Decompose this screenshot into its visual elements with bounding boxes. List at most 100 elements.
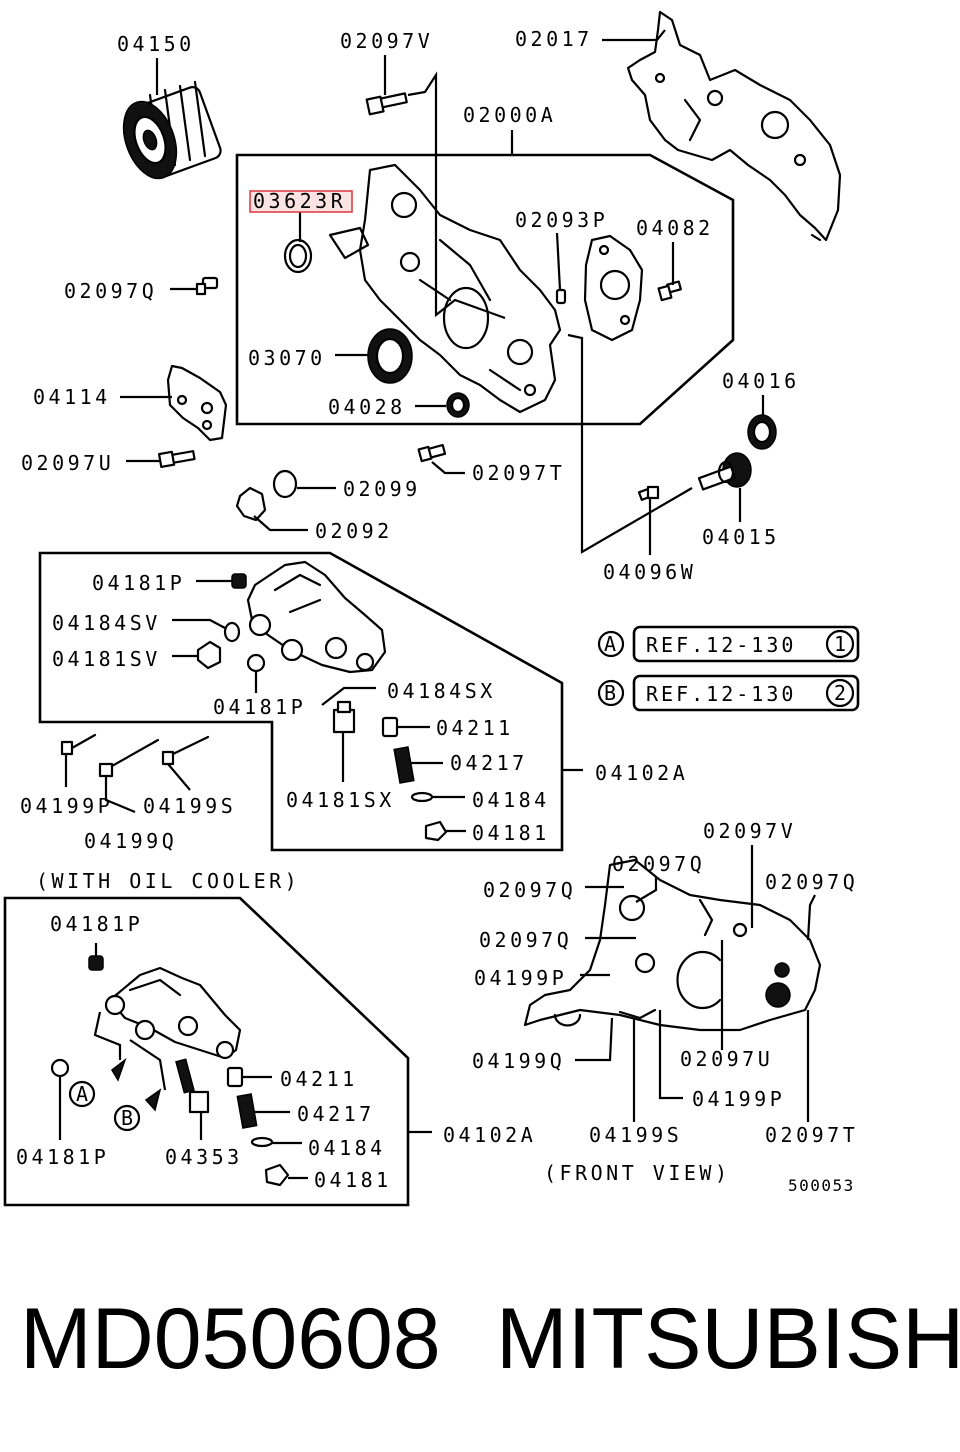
- arrow-a-drawing: [93, 1011, 127, 1082]
- label-04199q-fv: 04199Q: [472, 1049, 565, 1073]
- ref-b-num: 2: [834, 681, 849, 705]
- ref-a-box: [632, 625, 860, 663]
- bolt-04082-drawing: [657, 280, 682, 302]
- ref-a-letter: A: [604, 632, 619, 656]
- highlight-box-03623r: [249, 190, 353, 213]
- arrow-b-drawing: [129, 1039, 167, 1112]
- callout-b-circle: [113, 1104, 141, 1132]
- label-04199p-fv2: 04199P: [692, 1087, 785, 1111]
- label-04015: 04015: [702, 525, 780, 549]
- label-02097t-fv: 02097T: [765, 1123, 858, 1147]
- label-02017: 02017: [515, 27, 593, 51]
- callout-a-letter: A: [76, 1082, 92, 1106]
- callout-b-letter: B: [121, 1106, 137, 1130]
- label-02097q-fv4: 02097Q: [479, 928, 572, 952]
- pin-02093p-drawing: [555, 288, 567, 305]
- ref-b-letter: B: [604, 681, 619, 705]
- label-02097v-fv: 02097V: [703, 819, 796, 843]
- plug-04181-lower-drawing: [264, 1163, 290, 1187]
- bolt-02097v-drawing: [365, 92, 408, 116]
- label-04211-b: 04211: [280, 1067, 358, 1091]
- label-02099: 02099: [343, 477, 421, 501]
- label-04082: 04082: [636, 216, 714, 240]
- plug-04181p-mid-drawing: [246, 653, 266, 673]
- ref-a-text: REF.12-130: [646, 633, 796, 657]
- spring-04217-lower-drawing: [236, 1093, 258, 1129]
- ref-a-num-circle: [825, 629, 855, 659]
- label-02097q-fv1: 02097Q: [612, 852, 705, 876]
- plunger-04211-lower-drawing: [226, 1066, 244, 1088]
- driven-gear-04016-drawing: [747, 414, 777, 450]
- label-04016: 04016: [722, 369, 800, 393]
- label-02093p: 02093P: [515, 208, 608, 232]
- spring-04217-upper-drawing: [393, 746, 415, 784]
- plug-04181p-lower2-drawing: [50, 1058, 70, 1078]
- washer-04184-lower-drawing: [250, 1136, 274, 1148]
- label-04150: 04150: [117, 32, 195, 56]
- oil-seal-04028-drawing: [446, 392, 470, 418]
- bolt-04199q-drawing: [98, 738, 160, 778]
- front-case-gasket-drawing: [626, 10, 842, 242]
- label-04217-b: 04217: [297, 1102, 375, 1126]
- oil-pump-body-drawing: [246, 560, 387, 674]
- ref-a-circle: [597, 630, 625, 658]
- plate-04114-drawing: [166, 364, 228, 442]
- label-02097q-fv2: 02097Q: [483, 878, 576, 902]
- oil-pump-cooler-body-drawing: [104, 966, 242, 1060]
- callout-a-circle: [68, 1080, 96, 1108]
- label-04181-a: 04181: [472, 821, 550, 845]
- label-02000a: 02000A: [463, 103, 556, 127]
- plug-04353-drawing: [175, 1058, 210, 1114]
- o-ring-02099-drawing: [272, 469, 298, 499]
- label-02097q-fv3: 02097Q: [765, 870, 858, 894]
- label-04181p-c: 04181P: [50, 912, 143, 936]
- label-04184-b: 04184: [308, 1136, 386, 1160]
- label-front-view: (FRONT VIEW): [544, 1161, 731, 1185]
- label-03070: 03070: [248, 346, 326, 370]
- label-04114: 04114: [33, 385, 111, 409]
- label-04217-a: 04217: [450, 751, 528, 775]
- label-04184-a: 04184: [472, 788, 550, 812]
- bolt-04199p-drawing: [60, 733, 97, 756]
- label-diagram-code: 500053: [788, 1176, 855, 1195]
- label-04181p-d: 04181P: [16, 1145, 109, 1169]
- oil-pump-frame: [38, 551, 564, 852]
- pump-cover-04082-drawing: [583, 234, 644, 342]
- ref-b-circle: [597, 679, 625, 707]
- ref-a-num: 1: [834, 632, 849, 656]
- plug-04181-upper-drawing: [424, 820, 448, 842]
- label-02097t-mid: 02097T: [472, 461, 565, 485]
- ref-b-box: [632, 674, 860, 712]
- label-03623r: 03623R: [253, 189, 346, 213]
- ref-b-text: REF.12-130: [646, 682, 796, 706]
- bolt-02097t-drawing: [417, 443, 447, 463]
- label-04181sv: 04181SV: [52, 647, 161, 671]
- oil-seal-03623r-drawing: [283, 238, 313, 274]
- part-number-caption: MD050608: [20, 1291, 441, 1387]
- front-case-drawing: [328, 163, 562, 414]
- plug-04181p-lower-drawing: [88, 955, 104, 971]
- label-04181-b: 04181: [314, 1168, 392, 1192]
- bolt-02097u-drawing: [157, 450, 196, 469]
- oil-seal-03070-drawing: [367, 328, 413, 384]
- label-04181p-a: 04181P: [92, 571, 185, 595]
- washer-04184sv-drawing: [223, 621, 241, 643]
- label-02092: 02092: [315, 519, 393, 543]
- label-02097v-top: 02097V: [340, 29, 433, 53]
- label-02097u-left: 02097U: [21, 451, 114, 475]
- ref-b-num-circle: [825, 678, 855, 708]
- bolt-02097q-drawing: [195, 276, 219, 296]
- label-04181sx: 04181SX: [286, 788, 395, 812]
- label-04102a-b: 04102A: [443, 1123, 536, 1147]
- label-04102a-a: 04102A: [595, 761, 688, 785]
- label-04184sv: 04184SV: [52, 611, 161, 635]
- plug-04181sx-drawing: [332, 700, 356, 734]
- oil-filter-drawing: [122, 80, 222, 180]
- gasket-02092-drawing: [235, 486, 267, 522]
- front-view-drawing: [523, 858, 822, 1032]
- label-04353: 04353: [165, 1145, 243, 1169]
- plug-04181sv-drawing: [196, 640, 222, 670]
- label-02097q-left: 02097Q: [64, 279, 157, 303]
- label-04028: 04028: [328, 395, 406, 419]
